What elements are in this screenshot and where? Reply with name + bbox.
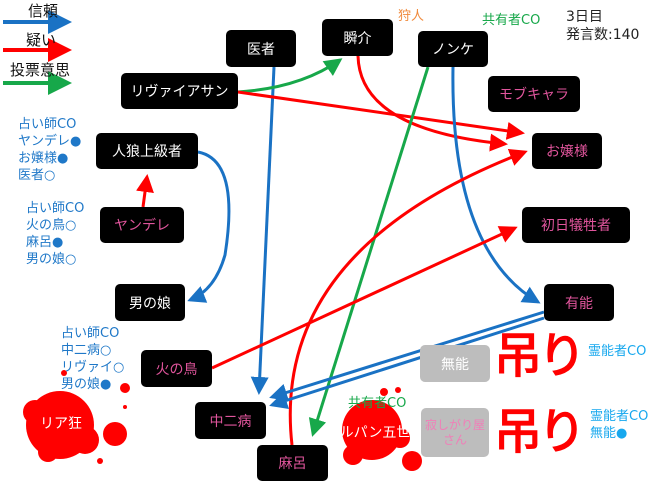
seer-result-3: 占い師CO 中二病○ リヴァイ○ 男の娘● bbox=[61, 325, 124, 393]
arrow-maro-doubt-ojousama bbox=[288, 148, 528, 446]
node-ojousama[interactable]: お嬢様 bbox=[532, 133, 602, 169]
lupin-sharer-co: 共有者CO bbox=[348, 396, 407, 411]
day-counter: 3日目 bbox=[566, 9, 603, 25]
seer-result: 医者○ bbox=[18, 168, 56, 183]
node-hinotori[interactable]: 火の鳥 bbox=[141, 350, 212, 387]
legend-trust-label: 信頼 bbox=[28, 2, 59, 20]
seer-result: 中二病○ bbox=[61, 343, 112, 358]
seer-result: 火の鳥○ bbox=[26, 218, 77, 233]
seer-co: 占い師CO bbox=[18, 117, 77, 132]
arrow-jinro-trust-otokonoko bbox=[187, 150, 231, 303]
node-muno-dead[interactable]: 無能 bbox=[420, 345, 490, 382]
arrow-leviathan-vote-shunsuke bbox=[237, 58, 343, 94]
seer-result: ヤンデレ● bbox=[18, 134, 82, 149]
arrow-yuunou-trust-chuunibyou-1 bbox=[269, 310, 545, 402]
node-lupin-dead[interactable]: ルパン五世 bbox=[339, 424, 411, 441]
sharer-co-label: 共有者CO bbox=[482, 13, 541, 28]
node-sabishigari-dead[interactable]: 寂しがり屋さん bbox=[421, 408, 489, 457]
legend-doubt-label: 疑い bbox=[26, 31, 57, 49]
hanged-stamp-sabishigari: 吊り bbox=[494, 404, 586, 460]
arrow-hinotori-doubt-shonichi bbox=[211, 226, 518, 370]
seer-co: 占い師CO bbox=[61, 326, 120, 341]
medium-result-2: 霊能者CO 無能● bbox=[590, 408, 648, 442]
medium-co: 霊能者CO bbox=[590, 409, 649, 424]
arrow-shunsuke-doubt-ojousama bbox=[356, 55, 508, 152]
seer-result: お嬢様● bbox=[18, 151, 69, 166]
node-mob[interactable]: モブキャラ bbox=[488, 76, 580, 112]
node-shonichi[interactable]: 初日犠牲者 bbox=[522, 207, 630, 243]
arrow-isha-to-chuunibyou bbox=[250, 66, 276, 395]
node-maro[interactable]: 麻呂 bbox=[257, 445, 328, 481]
arrow-nonke-vote-maro bbox=[308, 66, 430, 437]
arrow-leviathan-doubt-ojousama bbox=[237, 90, 525, 140]
blood-splat-riakyou bbox=[23, 370, 130, 464]
node-chuunibyou[interactable]: 中二病 bbox=[195, 402, 266, 439]
blood-splat-lupin bbox=[342, 387, 422, 471]
arrow-yandere-doubt-jinro bbox=[136, 174, 154, 208]
node-nonke[interactable]: ノンケ bbox=[418, 31, 488, 67]
node-leviathan[interactable]: リヴァイアサン bbox=[121, 73, 238, 109]
legend-vote-label: 投票意思 bbox=[10, 61, 71, 79]
seer-result-2: 占い師CO 火の鳥○ 麻呂● 男の娘○ bbox=[26, 200, 84, 268]
medium-co-1: 霊能者CO bbox=[588, 344, 647, 359]
seer-result: 麻呂● bbox=[26, 235, 64, 250]
node-isha[interactable]: 医者 bbox=[226, 30, 296, 67]
seer-result: 男の娘● bbox=[61, 377, 112, 392]
node-riakyou-dead[interactable]: リア狂 bbox=[40, 416, 82, 432]
node-yandere[interactable]: ヤンデレ bbox=[100, 207, 184, 243]
arrow-yuunou-trust-chuunibyou-2 bbox=[269, 316, 545, 410]
hunter-label: 狩人 bbox=[398, 9, 425, 24]
seer-result: 男の娘○ bbox=[26, 252, 77, 267]
node-shunsuke[interactable]: 瞬介 bbox=[322, 19, 393, 56]
seer-result: リヴァイ○ bbox=[61, 360, 125, 375]
message-count: 発言数:140 bbox=[566, 27, 640, 43]
seer-result-1: 占い師CO ヤンデレ● お嬢様● 医者○ bbox=[18, 116, 81, 184]
arrow-nonke-trust-yuunou bbox=[451, 66, 541, 304]
seer-co: 占い師CO bbox=[26, 201, 85, 216]
node-otokonoko[interactable]: 男の娘 bbox=[115, 284, 185, 321]
node-jinro[interactable]: 人狼上級者 bbox=[96, 133, 198, 169]
hanged-stamp-muno: 吊り bbox=[494, 328, 586, 384]
node-yuunou[interactable]: 有能 bbox=[544, 284, 614, 321]
medium-result: 無能● bbox=[590, 426, 628, 441]
